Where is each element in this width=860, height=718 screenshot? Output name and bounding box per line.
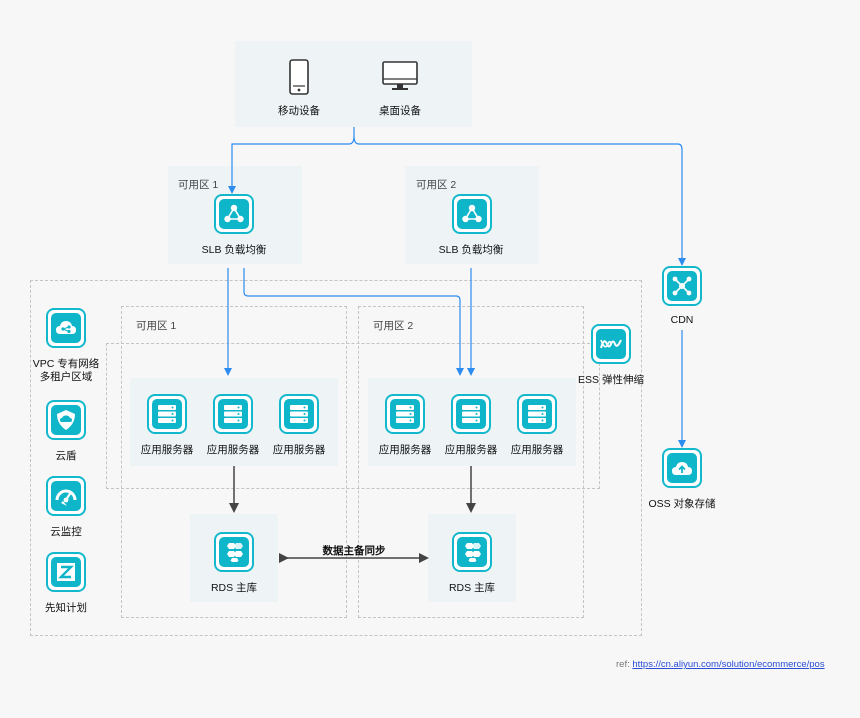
server-icon xyxy=(528,405,546,423)
app-server-z2-3-label: 应用服务器 xyxy=(510,444,564,456)
mobile-device xyxy=(289,59,309,95)
top-zone1-label: 可用区 1 xyxy=(178,179,219,191)
slb-zone1[interactable] xyxy=(214,194,254,234)
load-balancer-icon xyxy=(224,204,244,223)
app-server-z1-1-label: 应用服务器 xyxy=(140,444,194,456)
slb-zone1-label: SLB 负载均衡 xyxy=(201,244,267,256)
desktop-monitor-icon xyxy=(382,61,418,90)
load-balancer-icon xyxy=(462,204,482,223)
server-icon xyxy=(396,405,414,423)
reference-prefix: ref: xyxy=(616,659,633,670)
server-icon xyxy=(158,405,176,423)
reference-link[interactable]: https://cn.aliyun.com/solution/ecommerce… xyxy=(632,659,825,670)
autoscaling-group-box xyxy=(106,343,600,489)
desktop-device xyxy=(382,61,418,91)
slb-zone2[interactable] xyxy=(452,194,492,234)
server-icon xyxy=(462,405,480,423)
arrow-to-slb1 xyxy=(228,143,236,194)
mobile-device-label: 移动设备 xyxy=(278,105,320,117)
arrow-to-cdn xyxy=(677,143,686,266)
cloud-monitor-label: 云监控 xyxy=(50,526,82,538)
cdn-label: CDN xyxy=(670,314,694,326)
clients-panel xyxy=(235,41,472,127)
desktop-device-label: 桌面设备 xyxy=(379,105,421,117)
ess-service[interactable] xyxy=(591,324,631,364)
cdn-network-icon xyxy=(672,276,692,296)
database-icon xyxy=(465,543,481,562)
app-server-z2-2-label: 应用服务器 xyxy=(444,444,498,456)
app-server-z1-3-label: 应用服务器 xyxy=(272,444,326,456)
cloud-shield-service[interactable] xyxy=(46,400,86,440)
app-server-z1-1[interactable] xyxy=(147,394,187,434)
inner-zone2-label: 可用区 2 xyxy=(373,320,414,332)
cloud-network-icon xyxy=(56,321,76,334)
cloud-shield-label: 云盾 xyxy=(55,450,77,462)
shield-icon xyxy=(57,410,75,430)
oss-label: OSS 对象存储 xyxy=(648,498,716,510)
app-server-z2-1[interactable] xyxy=(385,394,425,434)
sync-label: 数据主备同步 xyxy=(322,545,386,557)
app-server-z2-1-label: 应用服务器 xyxy=(378,444,432,456)
client-brace xyxy=(235,135,678,145)
vpc-label-line2: 多租户区域 xyxy=(39,371,93,383)
arrow-slb1-server2 xyxy=(243,268,464,376)
rds-zone2-label: RDS 主库 xyxy=(448,582,496,594)
app-server-z1-2-label: 应用服务器 xyxy=(206,444,260,456)
gauge-icon xyxy=(55,489,77,506)
rds-zone1-label: RDS 主库 xyxy=(210,582,258,594)
top-zone2-label: 可用区 2 xyxy=(416,179,457,191)
ess-label: ESS 弹性伸缩 xyxy=(578,374,644,386)
cloud-monitor-service[interactable] xyxy=(46,476,86,516)
xianzhi-plan-service[interactable] xyxy=(46,552,86,592)
oss-service[interactable] xyxy=(662,448,702,488)
database-icon xyxy=(227,543,243,562)
letter-z-icon xyxy=(57,563,75,581)
app-server-z1-3[interactable] xyxy=(279,394,319,434)
scaling-wave-icon xyxy=(600,339,622,349)
reference-note: ref: https://cn.aliyun.com/solution/ecom… xyxy=(616,659,825,670)
mobile-phone-icon xyxy=(289,59,309,95)
cloud-storage-icon xyxy=(672,462,692,475)
server-icon xyxy=(290,405,308,423)
cdn-service[interactable] xyxy=(662,266,702,306)
vpc-service[interactable] xyxy=(46,308,86,348)
inner-zone1-box xyxy=(121,306,347,618)
app-server-z2-3[interactable] xyxy=(517,394,557,434)
inner-zone1-label: 可用区 1 xyxy=(136,320,177,332)
slb-zone2-label: SLB 负载均衡 xyxy=(438,244,504,256)
app-server-z2-2[interactable] xyxy=(451,394,491,434)
app-server-z1-2[interactable] xyxy=(213,394,253,434)
vpc-region xyxy=(30,280,642,636)
server-icon xyxy=(224,405,242,423)
vpc-label-line1: VPC 专有网络 xyxy=(32,358,100,370)
rds-zone1[interactable] xyxy=(214,532,254,572)
xianzhi-plan-label: 先知计划 xyxy=(45,602,87,614)
rds-zone2[interactable] xyxy=(452,532,492,572)
